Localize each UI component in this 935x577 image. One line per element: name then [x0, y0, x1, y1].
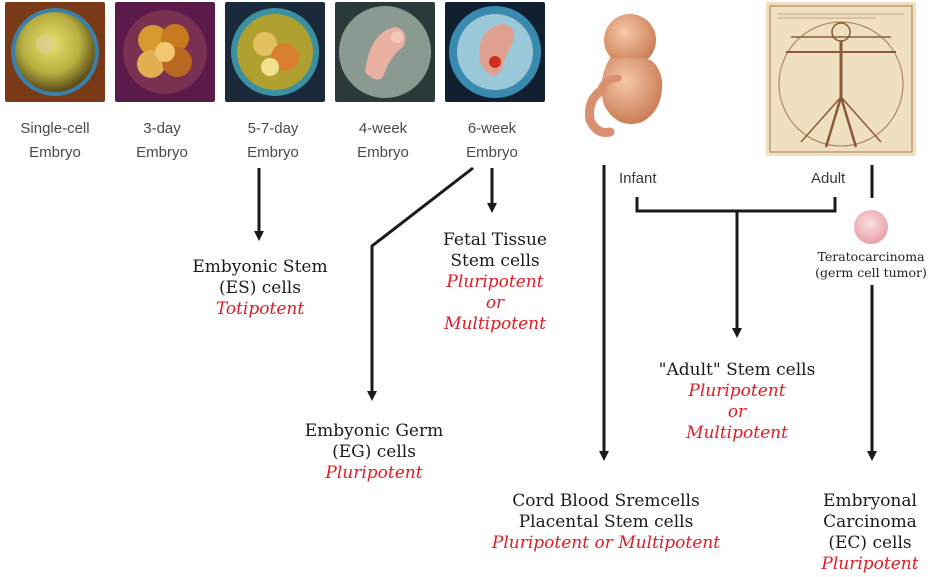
es-potency: Totipotent	[170, 299, 350, 320]
eg-line2: (EG) cells	[284, 442, 464, 463]
cord-line2: Placental Stem cells	[478, 512, 734, 533]
ec-line1: Embryonal	[806, 491, 934, 512]
adult-line1: "Adult" Stem cells	[634, 360, 840, 381]
ec-line2: Carcinoma	[806, 512, 934, 533]
node-fetal-tissue: Fetal Tissue Stem cells Pluripotent or M…	[410, 230, 580, 335]
eg-potency: Pluripotent	[284, 463, 464, 484]
fetal-line2: Stem cells	[410, 251, 580, 272]
node-es-cells: Embyonic Stem (ES) cells Totipotent	[170, 257, 350, 320]
node-eg-cells: Embyonic Germ (EG) cells Pluripotent	[284, 421, 464, 484]
fetal-potency-3: Multipotent	[410, 314, 580, 335]
node-adult-stem-cells: "Adult" Stem cells Pluripotent or Multip…	[634, 360, 840, 444]
cord-potency: Pluripotent or Multipotent	[478, 533, 734, 554]
ec-potency: Pluripotent	[806, 554, 934, 575]
adult-potency-3: Multipotent	[634, 423, 840, 444]
cord-line1: Cord Blood Sremcells	[478, 491, 734, 512]
node-cord-blood: Cord Blood Sremcells Placental Stem cell…	[478, 491, 734, 554]
adult-potency-1: Pluripotent	[634, 381, 840, 402]
node-ec-cells: Embryonal Carcinoma (EC) cells Pluripote…	[806, 491, 934, 575]
bracket-adult	[637, 197, 835, 211]
adult-potency-2: or	[634, 402, 840, 423]
es-line1: Embyonic Stem	[170, 257, 350, 278]
ec-line3: (EC) cells	[806, 533, 934, 554]
fetal-line1: Fetal Tissue	[410, 230, 580, 251]
fetal-potency-1: Pluripotent	[410, 272, 580, 293]
eg-line1: Embyonic Germ	[284, 421, 464, 442]
es-line2: (ES) cells	[170, 278, 350, 299]
fetal-potency-2: or	[410, 293, 580, 314]
